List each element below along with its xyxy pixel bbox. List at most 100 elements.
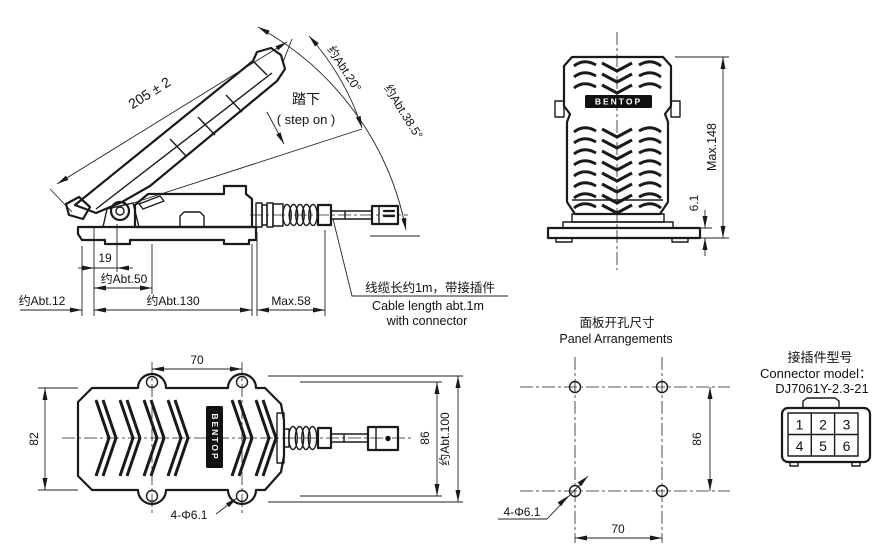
dim-hole-span-h: 70 <box>190 353 204 367</box>
front-foot <box>671 237 689 243</box>
front-foot <box>555 237 573 243</box>
dim-205-line <box>56 41 288 185</box>
ext-lines <box>81 224 326 316</box>
cable-note: 线缆长约1m，带接插件 Cable length abt.1m with con… <box>332 218 508 328</box>
panel-hole <box>655 380 669 394</box>
hinge-pin <box>109 200 131 222</box>
leader-arrowhead <box>577 476 588 487</box>
tread-rib <box>638 192 662 200</box>
tread-rib <box>601 160 633 172</box>
tread-rib <box>638 148 662 156</box>
cable-note-line3: with connector <box>386 314 468 328</box>
step-label-en: ( step on ) <box>277 112 336 127</box>
top-tread-pattern <box>94 399 278 477</box>
cable-assembly-top <box>283 425 400 452</box>
tread-rib <box>638 170 662 178</box>
top-view: BENTOP 70 82 86 约Abt.100 4-Φ6.1 <box>27 353 463 522</box>
tread-rib <box>149 399 166 477</box>
dim-height: Max.148 <box>705 123 719 171</box>
tread-rib <box>601 72 633 84</box>
pedal-rib <box>169 138 188 158</box>
tread-rib <box>142 399 159 477</box>
grip-pad <box>138 195 165 210</box>
dim-hole-span-v: 86 <box>418 431 432 445</box>
tread-rib <box>166 399 183 477</box>
tread-rib <box>573 202 597 210</box>
top-holes-leader <box>215 497 238 515</box>
tread-rib <box>254 399 271 477</box>
front-side-tab <box>554 100 565 118</box>
tread-rib <box>573 71 597 79</box>
front-lower-block <box>571 213 665 223</box>
tread-rib <box>601 127 633 139</box>
base-plate <box>76 225 258 246</box>
dim-61-ext <box>700 227 712 239</box>
dim-19: 19 <box>98 251 112 265</box>
dim-base-thickness: 6.1 <box>687 194 701 211</box>
tread-rib <box>573 170 597 178</box>
cable-note-line2: Cable length abt.1m <box>372 299 484 313</box>
hinge-pin-center <box>115 206 125 216</box>
mount-hole <box>145 489 159 503</box>
tread-rib <box>573 137 597 145</box>
tread-rib <box>601 61 633 73</box>
dim-58: Max.58 <box>271 294 311 308</box>
tread-rib <box>573 181 597 189</box>
tread-rib <box>638 82 662 90</box>
mount-hole <box>235 489 249 503</box>
pin-5: 5 <box>819 438 827 454</box>
panel-title-cn: 面板开孔尺寸 <box>579 316 654 330</box>
front-tread-pattern <box>573 60 662 215</box>
tread-rib <box>601 149 633 161</box>
connector-grid <box>788 413 858 456</box>
front-view: BENTOP Max.148 6.1 <box>546 32 729 270</box>
leader-arrowhead <box>557 496 568 507</box>
toe-bumper <box>64 195 92 221</box>
dim-overall: 约Abt.100 <box>437 412 452 466</box>
step-label-cn: 踏下 <box>292 91 320 107</box>
tread-rib <box>601 83 633 95</box>
tread-rib <box>638 126 662 134</box>
pin-1: 1 <box>796 417 804 433</box>
connector-tab <box>802 397 840 408</box>
tread-rib <box>230 399 247 477</box>
tread-rib <box>573 148 597 156</box>
tread-rib <box>601 203 633 215</box>
dim-205-ext <box>49 38 293 213</box>
panel-hole <box>655 484 669 498</box>
tread-rib <box>94 399 111 477</box>
tread-rib <box>638 181 662 189</box>
panel-layout: 面板开孔尺寸 Panel Arrangements 86 70 4-Φ6.1 <box>498 316 730 543</box>
pin-4: 4 <box>796 438 804 454</box>
housing-notch <box>179 211 205 227</box>
panel-hole <box>568 484 582 498</box>
panel-title-en: Panel Arrangements <box>559 332 672 346</box>
front-brand-plate <box>585 95 652 108</box>
dim-130: 约Abt.130 <box>146 293 200 308</box>
tread-rib <box>638 137 662 145</box>
panel-holes-label: 4-Φ6.1 <box>504 505 541 519</box>
panel-holes-leader <box>498 475 589 520</box>
top-holes-label: 4-Φ6.1 <box>171 508 208 522</box>
pin-2: 2 <box>819 417 827 433</box>
tread-rib <box>638 202 662 210</box>
panel-dim-horizontal: 70 <box>611 522 625 536</box>
tread-rib <box>101 399 118 477</box>
step-arrow <box>266 111 285 145</box>
connector-shell <box>780 406 872 464</box>
pedal-endcap-step <box>252 60 268 76</box>
tread-rib <box>601 193 633 205</box>
cable-note-leader <box>332 218 508 297</box>
dim-12: 约Abt.12 <box>19 293 66 308</box>
tread-rib <box>125 399 142 477</box>
panel-hole <box>568 380 582 394</box>
connector-foot <box>851 461 861 467</box>
tread-rib <box>573 192 597 200</box>
tread-rib <box>601 138 633 150</box>
pin-6: 6 <box>843 438 851 454</box>
dim-100-ext <box>268 375 463 503</box>
tread-rib <box>573 159 597 167</box>
front-base-plate <box>546 226 702 240</box>
